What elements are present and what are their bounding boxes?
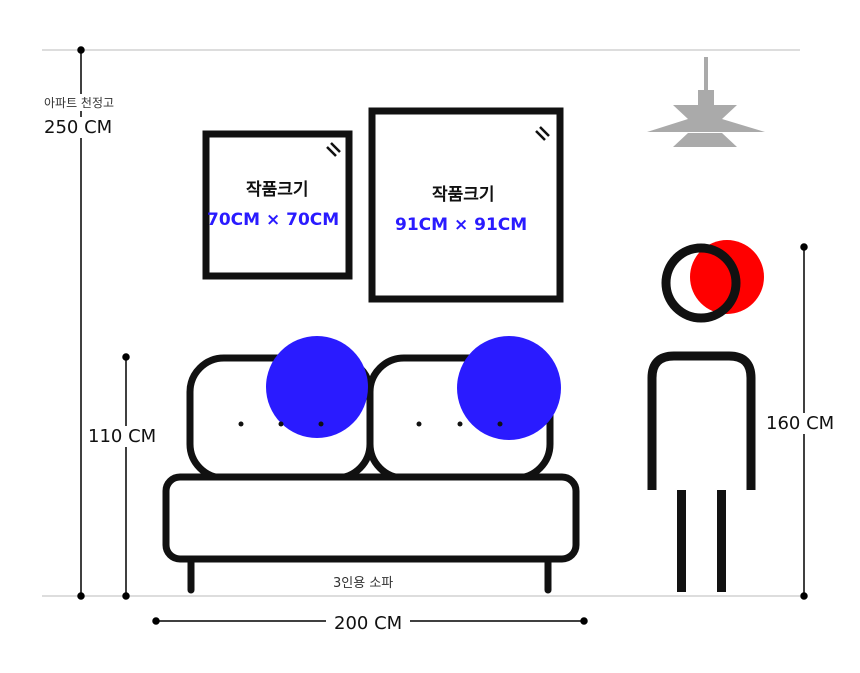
artwork-frame-small [202,130,353,280]
pendant-lamp-icon [647,57,765,147]
sofa-width-value: 200 CM [326,613,411,634]
frame-large-size: 91CM × 91CM [395,215,528,235]
cushion-left [266,336,368,438]
head-ring [661,243,741,323]
sofa-label: 3인용 소파 [333,576,394,591]
frame-large-title: 작품크기 [432,185,495,205]
frame-small-size: 70CM × 70CM [207,210,340,230]
ceiling-height-value: 250 CM [44,117,113,138]
ceiling-label: 아파트 천정고 [44,94,115,111]
cushion-right [457,336,561,440]
person-height-value: 160 CM [766,413,835,434]
sofa-icon [162,336,580,594]
artwork-frame-large [368,107,564,303]
frame-small-title: 작품크기 [246,180,309,200]
head-highlight [690,240,764,314]
sofa-height-value: 110 CM [88,426,157,447]
person-icon [647,240,764,592]
ceiling-dimension [77,46,85,600]
sofa-height-dimension [122,353,130,600]
